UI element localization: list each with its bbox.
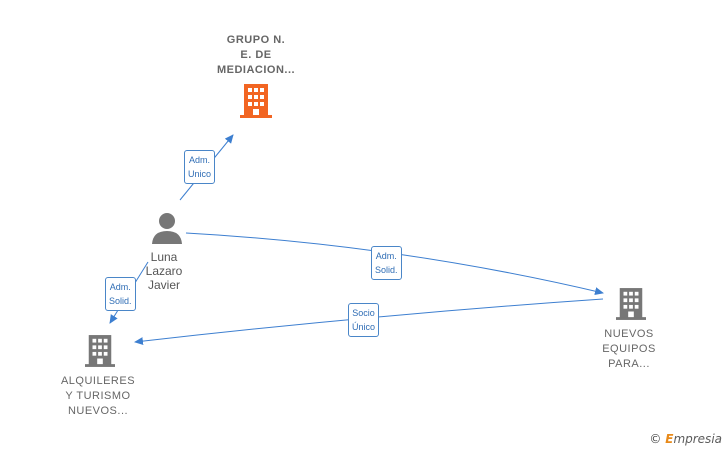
edge-label-adm-solid-alquileres: Adm. Solid. <box>105 277 136 311</box>
brand-initial: E <box>665 432 674 446</box>
building-icon <box>240 84 272 118</box>
edge-label-adm-unico: Adm. Unico <box>184 150 216 184</box>
node-label-line: E. DE <box>240 49 272 61</box>
node-label-nuevos[interactable]: NUEVOS EQUIPOS PARA... <box>584 327 674 372</box>
edge-label-line: Adm. <box>375 251 397 261</box>
person-icon <box>152 213 182 244</box>
node-label-line: EQUIPOS <box>602 343 656 355</box>
copyright-icon: © <box>649 432 662 446</box>
node-label-grupo[interactable]: GRUPO N. E. DE MEDIACION... <box>196 33 316 78</box>
edge-label-line: Solid. <box>109 296 132 306</box>
node-label-line: ALQUILERES <box>60 375 136 387</box>
edge-label-adm-solid-nuevos: Adm. Solid. <box>371 246 402 280</box>
building-icon <box>85 335 115 367</box>
edge-label-line: Socio <box>352 308 375 318</box>
node-label-line: Javier <box>147 278 180 292</box>
node-label-line: Lazaro <box>145 264 183 278</box>
node-label-alquileres[interactable]: ALQUILERES Y TURISMO NUEVOS... <box>48 374 148 419</box>
edge-label-line: Unico <box>188 169 212 179</box>
edge-label-socio-unico: Socio Único <box>348 303 380 337</box>
node-label-line: Y TURISMO <box>65 390 131 402</box>
node-label-line: MEDIACION... <box>216 64 296 76</box>
node-label-line: PARA... <box>608 358 650 370</box>
building-icon <box>616 288 646 320</box>
node-label-line: GRUPO N. <box>226 34 286 46</box>
node-label-line: NUEVOS... <box>67 405 129 417</box>
edge-label-line: Único <box>352 322 376 332</box>
brand-name: mpresia <box>673 432 722 446</box>
edge-label-line: Solid. <box>375 265 398 275</box>
edge-label-line: Adm. <box>189 155 211 165</box>
node-label-luna[interactable]: Luna Lazaro Javier <box>134 250 194 292</box>
node-label-line: NUEVOS <box>604 328 654 340</box>
edge-label-line: Adm. <box>109 282 131 292</box>
empresia-watermark: © Empresia <box>649 432 722 446</box>
node-label-line: Luna <box>150 250 178 264</box>
